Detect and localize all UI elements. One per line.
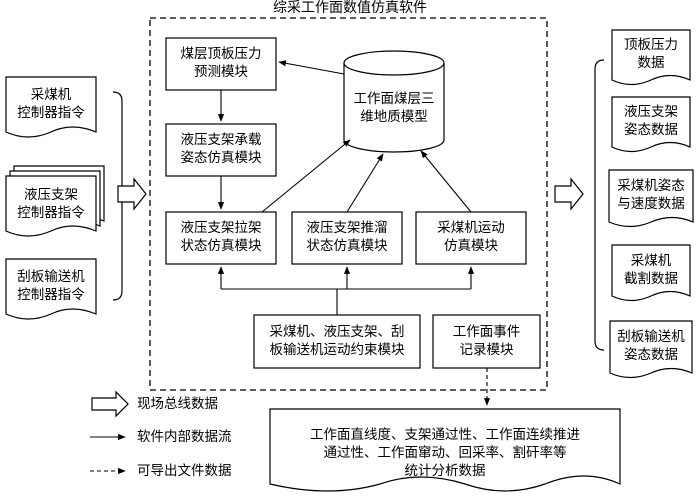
input-shearer-label: 采煤机控制器指令 — [17, 87, 85, 121]
input-doc-shearer — [5, 76, 97, 138]
software-frame — [149, 17, 548, 391]
output-shearer-attitude-label: 采煤机姿态与速度数据 — [617, 178, 685, 212]
flow-model-to-roof — [278, 60, 345, 75]
output-support-label: 液压支架姿态数据 — [624, 104, 678, 138]
output-fieldbus-arrow — [554, 177, 584, 211]
event-recording-label: 工作面事件记录模块 — [452, 324, 521, 358]
shearer-motion-label: 采煤机运动仿真模块 — [437, 220, 505, 254]
support-load-label: 液压支架承载姿态仿真模块 — [180, 132, 262, 166]
statistics-label: 工作面直线度、支架通过性、工作面连续推进通过性、工作面窜动、回采率、割矸率等统计… — [310, 427, 580, 479]
motion-constraint-box — [253, 314, 421, 369]
output-roof-label: 顶板压力数据 — [624, 37, 678, 71]
flow-pushing-to-model — [346, 153, 384, 213]
input-doc-conveyor — [5, 258, 97, 320]
support-pushing-box — [291, 211, 403, 265]
output-cutting-label: 采煤机截割数据 — [624, 253, 678, 287]
geology-model-cylinder — [343, 50, 445, 153]
legend-hollow-arrow-icon — [91, 390, 129, 418]
output-doc-conveyor — [609, 320, 693, 379]
support-pushing-label: 液压支架推溜状态仿真模块 — [306, 220, 388, 254]
diagram-title: 综采工作面数值仿真软件 — [273, 0, 427, 16]
legend-fieldbus-label: 现场总线数据 — [137, 396, 218, 412]
output-doc-roof — [611, 29, 691, 86]
input-fieldbus-arrow — [117, 177, 147, 211]
input-support-label: 液压支架控制器指令 — [17, 187, 85, 221]
input-doc-support-stack — [5, 165, 105, 237]
statistics-banner — [269, 408, 621, 492]
geology-model-label: 工作面煤层三维地质模型 — [353, 91, 435, 125]
output-doc-cutting — [611, 244, 691, 302]
event-recording-box — [432, 314, 541, 369]
flow-shearer-to-model — [420, 150, 472, 213]
support-pulling-box — [165, 211, 277, 265]
flow-pulling-to-model — [261, 139, 351, 213]
roof-pressure-label: 煤层顶板压力预测模块 — [180, 46, 262, 80]
legend-export-label: 可导出文件数据 — [137, 463, 232, 479]
output-doc-shearer-attitude — [608, 169, 694, 228]
input-conveyor-label: 刮板输送机控制器指令 — [17, 269, 85, 303]
legend-internal-flow-label: 软件内部数据流 — [137, 429, 232, 445]
output-brace — [594, 59, 605, 351]
motion-constraint-label: 采煤机、液压支架、刮板输送机运动约束模块 — [269, 324, 405, 358]
support-pulling-label: 液压支架拉架状态仿真模块 — [180, 220, 262, 254]
output-doc-support — [611, 96, 691, 153]
output-conveyor-label: 刮板输送机姿态数据 — [617, 329, 685, 363]
